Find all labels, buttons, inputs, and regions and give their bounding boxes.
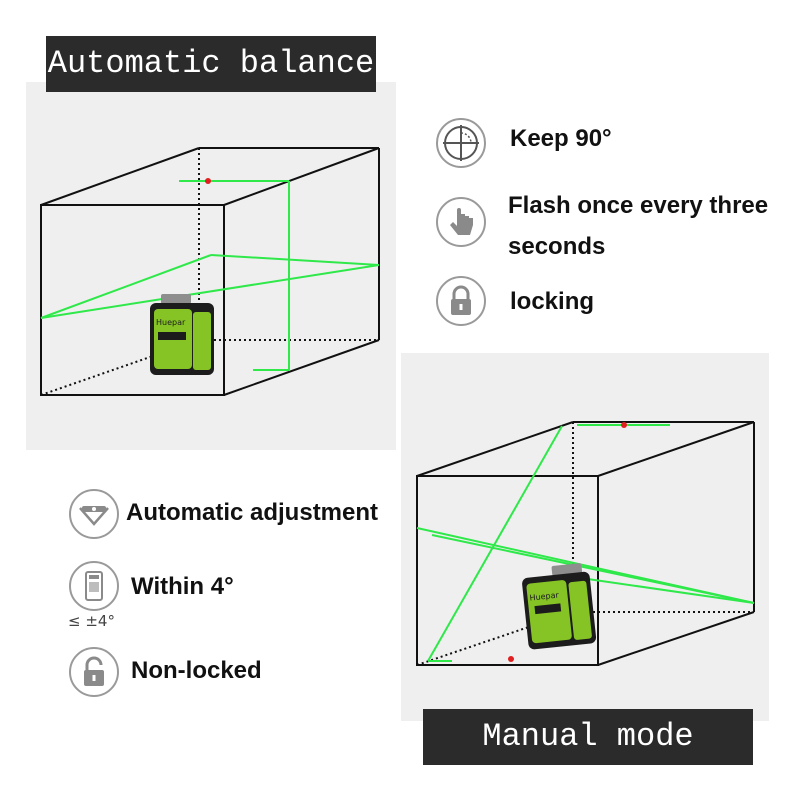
flash-label: Flash once every three seconds bbox=[508, 186, 768, 268]
tolerance-label: ≤ ±4° bbox=[68, 612, 115, 630]
auto-laser-lines bbox=[40, 180, 380, 371]
manual-laser-dot-top bbox=[621, 422, 627, 428]
manual-room-box bbox=[416, 421, 755, 666]
locking-label: locking bbox=[510, 288, 595, 315]
flash-label-line1: Flash once every three bbox=[508, 192, 769, 219]
auto-laser-device: Huepar bbox=[150, 294, 214, 375]
non-locked-label: Non-locked bbox=[131, 657, 262, 684]
crosshair-90-icon bbox=[436, 118, 486, 168]
lock-open-icon bbox=[69, 647, 119, 697]
manual-laser-lines bbox=[416, 424, 755, 662]
lock-closed-icon bbox=[436, 276, 486, 326]
keep-90-label: Keep 90° bbox=[510, 125, 612, 152]
tap-hand-icon bbox=[436, 197, 486, 247]
auto-device-brand: Huepar bbox=[156, 318, 186, 327]
automatic-balance-panel bbox=[26, 82, 396, 450]
manual-laser-dot-bottom bbox=[508, 656, 514, 662]
manual-device-brand: Huepar bbox=[529, 590, 560, 602]
flash-label-line2: seconds bbox=[508, 232, 606, 260]
manual-mode-banner: Manual mode bbox=[423, 709, 753, 765]
auto-laser-dot-top bbox=[205, 178, 211, 184]
within-4-label: Within 4° bbox=[131, 573, 234, 600]
manual-laser-device: Huepar bbox=[522, 563, 597, 650]
manual-mode-panel bbox=[401, 353, 769, 721]
level-bubble-icon bbox=[69, 489, 119, 539]
automatic-adjustment-label: Automatic adjustment bbox=[126, 499, 379, 526]
automatic-balance-banner: Automatic balance bbox=[46, 36, 376, 92]
tilt-device-icon bbox=[69, 561, 119, 611]
